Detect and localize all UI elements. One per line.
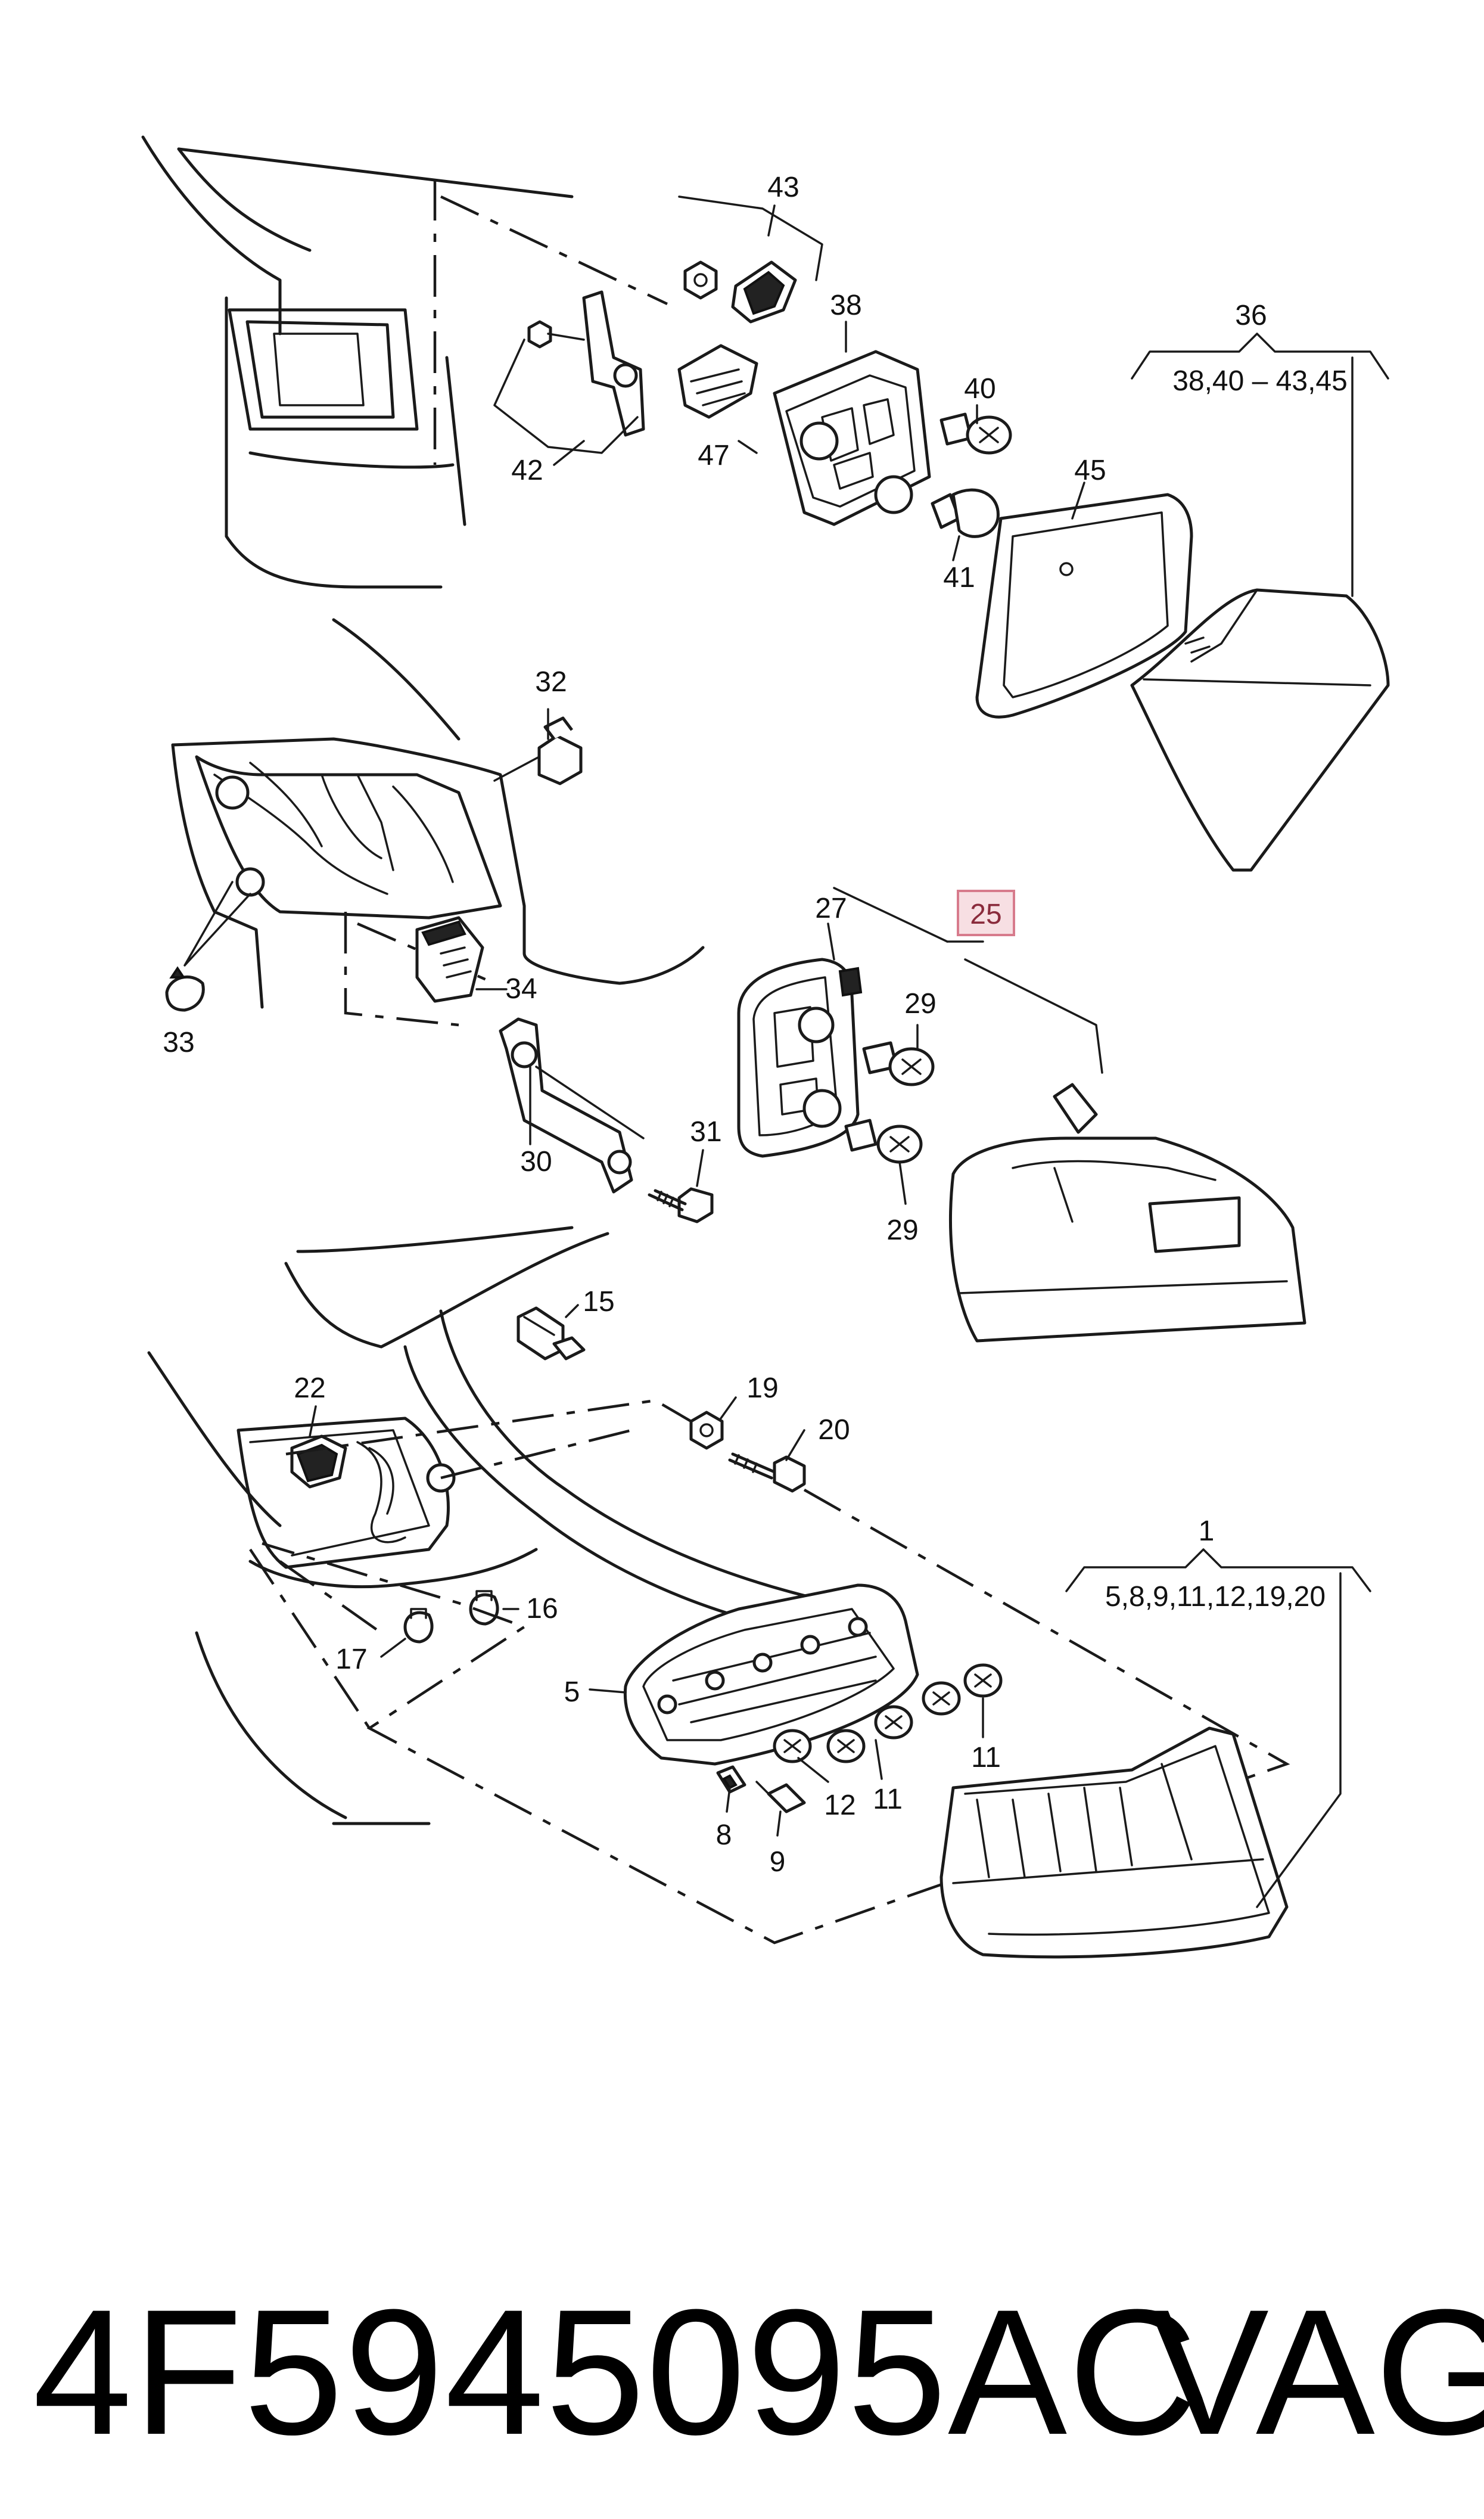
body-panel-top <box>141 135 668 741</box>
part-47-connector <box>677 344 758 419</box>
callout-5: 5 <box>564 1676 580 1708</box>
leader-lines <box>309 204 1085 1837</box>
callout-40: 40 <box>964 373 995 405</box>
part-33-clip <box>165 881 251 1012</box>
callout-42: 42 <box>511 455 543 486</box>
group-1-parts: 5,8,9,11,12,19,20 <box>1105 1581 1326 1613</box>
callout-27: 27 <box>815 893 847 924</box>
group-1-number: 1 <box>1199 1515 1215 1547</box>
footer: 4F5945095AC VAG <box>0 2229 1484 2479</box>
part-16-grommet <box>469 1590 499 1626</box>
callout-47: 47 <box>698 440 729 471</box>
part-11-bulbs <box>826 1663 1003 1763</box>
part-8-bulb <box>716 1765 746 1794</box>
callout-25: 25 <box>970 899 1001 930</box>
callout-22: 22 <box>294 1372 325 1404</box>
callout-30: 30 <box>520 1146 552 1178</box>
part-45-gasket <box>975 493 1193 719</box>
part-38-bulb-carrier <box>773 350 931 526</box>
part-36-tail-lamp <box>1130 588 1390 872</box>
group-1-label: 1 5,8,9,11,12,19,20 <box>1105 1515 1326 1613</box>
callout-25-highlight <box>957 890 1015 936</box>
part-9-bulb <box>755 1781 806 1813</box>
callout-8: 8 <box>716 1819 732 1851</box>
part-29-bulbs <box>844 1041 935 1164</box>
group-36-bracket <box>1131 333 1389 597</box>
part-32-clip <box>493 716 583 785</box>
exploded-parts-diagram: 36 38,40 – 43,45 1 5,8,9,11,12,19,20 43 … <box>141 135 1390 1959</box>
callout-15: 15 <box>583 1286 614 1318</box>
callout-11-left: 11 <box>873 1784 903 1815</box>
body-panel-bottom <box>147 1226 812 1825</box>
callout-29-lower: 29 <box>886 1215 918 1246</box>
body-panel-middle <box>171 737 705 1027</box>
part-20-stud <box>728 1452 806 1493</box>
part-25-tail-lamp <box>949 1083 1306 1343</box>
callout-labels: 43 38 40 47 42 45 41 32 27 25 29 34 33 3… <box>163 172 1106 1878</box>
callout-17: 17 <box>335 1644 367 1675</box>
part-22-connector <box>290 1434 406 1543</box>
part-1-tail-lamp <box>939 1726 1289 1959</box>
part-34-connector <box>415 916 508 1003</box>
callout-12: 12 <box>824 1790 855 1821</box>
part-42-bracket <box>493 290 645 454</box>
callout-29-upper: 29 <box>904 988 936 1020</box>
callout-20: 20 <box>818 1414 850 1446</box>
part-19-nut <box>689 1411 724 1450</box>
group-1-bracket <box>1065 1548 1371 1908</box>
group-36-number: 36 <box>1235 300 1267 331</box>
callout-32: 32 <box>535 666 567 698</box>
group-36-parts: 38,40 – 43,45 <box>1172 365 1348 397</box>
callout-33: 33 <box>163 1027 194 1058</box>
callout-38: 38 <box>830 290 861 321</box>
part-43-nut-connector <box>678 195 823 324</box>
callout-9: 9 <box>770 1846 786 1878</box>
callout-34: 34 <box>505 973 537 1005</box>
part-40-bulb <box>939 412 1012 455</box>
callout-16: 16 <box>526 1593 558 1625</box>
callout-11-right: 11 <box>971 1742 1001 1773</box>
part-41-bulb <box>931 488 1000 538</box>
brand-name: VAG <box>1150 2272 1484 2472</box>
part-27-bulb-holder <box>737 958 863 1158</box>
part-17-grommet <box>403 1608 434 1644</box>
callout-19: 19 <box>746 1372 778 1404</box>
part-12-bulb <box>773 1729 812 1763</box>
part-31-screw <box>648 1187 714 1223</box>
callout-31: 31 <box>690 1116 721 1148</box>
group-36-label: 36 38,40 – 43,45 <box>1172 300 1348 397</box>
assembly-lines-bottom <box>249 1399 1290 1945</box>
callout-43: 43 <box>767 172 799 203</box>
part-number: 4F5945095AC <box>33 2272 1199 2472</box>
part-30-bracket <box>499 1017 645 1194</box>
callout-41: 41 <box>943 562 975 594</box>
part-5-bulb-carrier <box>623 1583 919 1766</box>
group-25-bracket <box>833 887 1103 1074</box>
part-15-clip <box>517 1306 586 1361</box>
callout-45: 45 <box>1074 455 1106 486</box>
